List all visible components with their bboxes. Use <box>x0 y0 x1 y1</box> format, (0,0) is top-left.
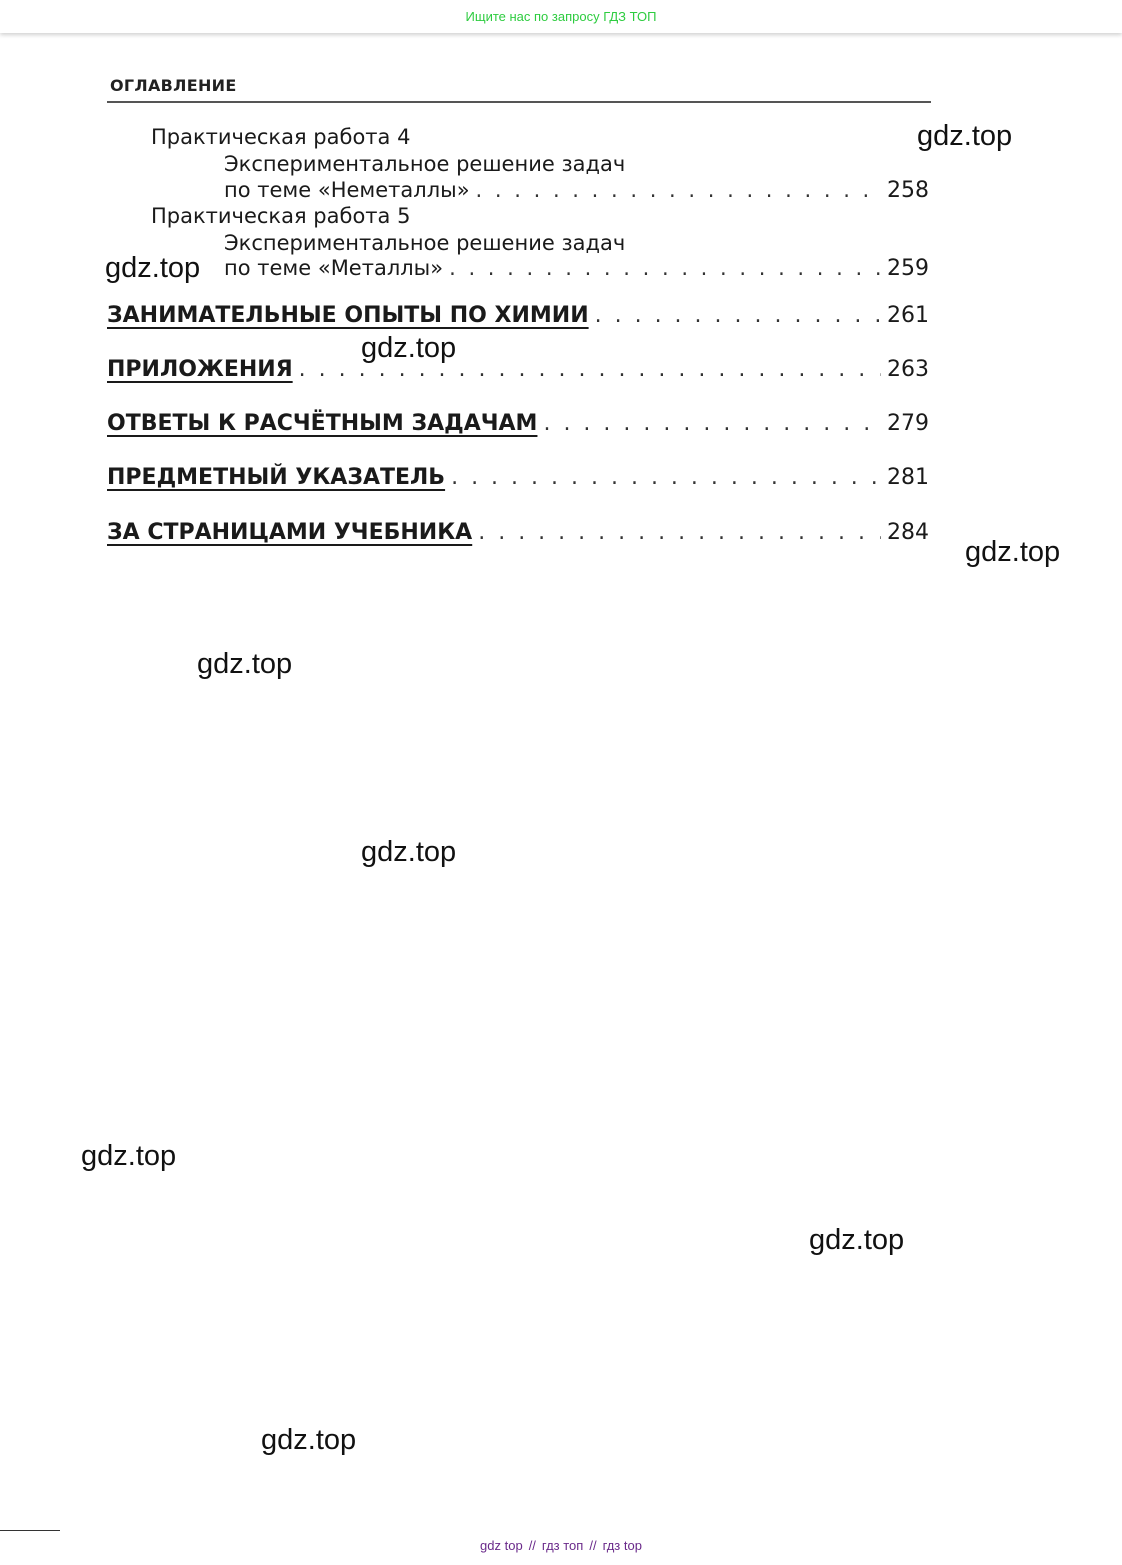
toc-item-practical-5-title: Практическая работа 5 <box>151 204 410 228</box>
footer: gdz top // гдз топ // гдз top <box>0 1538 1122 1553</box>
toc-label: ОТВЕТЫ К РАСЧЁТНЫМ ЗАДАЧАМ <box>107 411 538 436</box>
top-banner-text: Ищите нас по запросу ГДЗ ТОП <box>465 9 657 24</box>
toc-item-practical-4-line2[interactable]: по теме «Неметаллы» 258 <box>224 178 929 203</box>
page-title: ОГЛАВЛЕНИЕ <box>110 76 237 95</box>
toc-page-number: 259 <box>887 256 929 281</box>
dot-leader <box>478 520 881 545</box>
toc-item-subject-index[interactable]: ПРЕДМЕТНЫЙ УКАЗАТЕЛЬ 281 <box>107 465 929 490</box>
toc-page-number: 258 <box>887 178 929 203</box>
footer-link-gdz-top-mixed[interactable]: гдз top <box>602 1538 642 1553</box>
watermark: gdz.top <box>81 1140 177 1172</box>
toc-item-practical-4-line1: Экспериментальное решение задач <box>224 152 625 176</box>
footer-separator: // <box>528 1538 536 1553</box>
footer-link-gdz-top[interactable]: gdz top <box>480 1538 523 1553</box>
toc-item-appendices[interactable]: ПРИЛОЖЕНИЯ 263 <box>107 357 929 382</box>
dot-leader <box>595 303 881 328</box>
toc-item-entertaining-experiments[interactable]: ЗАНИМАТЕЛЬНЫЕ ОПЫТЫ ПО ХИМИИ 261 <box>107 303 929 328</box>
toc-item-practical-5-line2[interactable]: по теме «Металлы» 259 <box>224 256 929 281</box>
toc-page-number: 281 <box>887 465 929 490</box>
toc-label: Практическая работа 5 <box>151 204 411 228</box>
watermark: gdz.top <box>197 648 293 680</box>
footer-separator: // <box>589 1538 597 1553</box>
toc-label: ПРЕДМЕТНЫЙ УКАЗАТЕЛЬ <box>107 465 446 490</box>
toc-label: Экспериментальное решение задач <box>224 152 626 176</box>
dot-leader <box>451 465 881 490</box>
toc-page-number: 284 <box>887 520 929 545</box>
toc-item-beyond-textbook[interactable]: ЗА СТРАНИЦАМИ УЧЕБНИКА 284 <box>107 520 929 545</box>
toc-page-number: 263 <box>887 357 929 382</box>
toc-label: по теме «Металлы» <box>224 256 444 280</box>
watermark: gdz.top <box>361 332 457 364</box>
watermark: gdz.top <box>809 1224 905 1256</box>
watermark: gdz.top <box>361 836 457 868</box>
toc-label: ЗАНИМАТЕЛЬНЫЕ ОПЫТЫ ПО ХИМИИ <box>107 303 589 328</box>
header-divider <box>107 101 931 103</box>
toc-item-practical-4-title: Практическая работа 4 <box>151 125 410 149</box>
dot-leader <box>476 178 881 202</box>
watermark: gdz.top <box>917 120 1013 152</box>
page-edge-rule <box>0 1530 60 1531</box>
toc-label: Экспериментальное решение задач <box>224 231 626 255</box>
toc-page-number: 279 <box>887 411 929 436</box>
watermark: gdz.top <box>105 252 201 284</box>
dot-leader <box>543 411 881 436</box>
toc-label: Практическая работа 4 <box>151 125 411 149</box>
watermark: gdz.top <box>261 1424 357 1456</box>
toc-label: ПРИЛОЖЕНИЯ <box>107 357 293 382</box>
toc-item-practical-5-line1: Экспериментальное решение задач <box>224 231 625 255</box>
footer-link-gdz-top-ru[interactable]: гдз топ <box>541 1538 584 1553</box>
toc-label: ЗА СТРАНИЦАМИ УЧЕБНИКА <box>107 520 473 545</box>
toc-page-number: 261 <box>887 303 929 328</box>
toc-label: по теме «Неметаллы» <box>224 178 470 202</box>
watermark: gdz.top <box>965 536 1061 568</box>
top-banner: Ищите нас по запросу ГДЗ ТОП <box>0 0 1122 33</box>
toc-item-answers[interactable]: ОТВЕТЫ К РАСЧЁТНЫМ ЗАДАЧАМ 279 <box>107 411 929 436</box>
dot-leader <box>449 256 881 280</box>
